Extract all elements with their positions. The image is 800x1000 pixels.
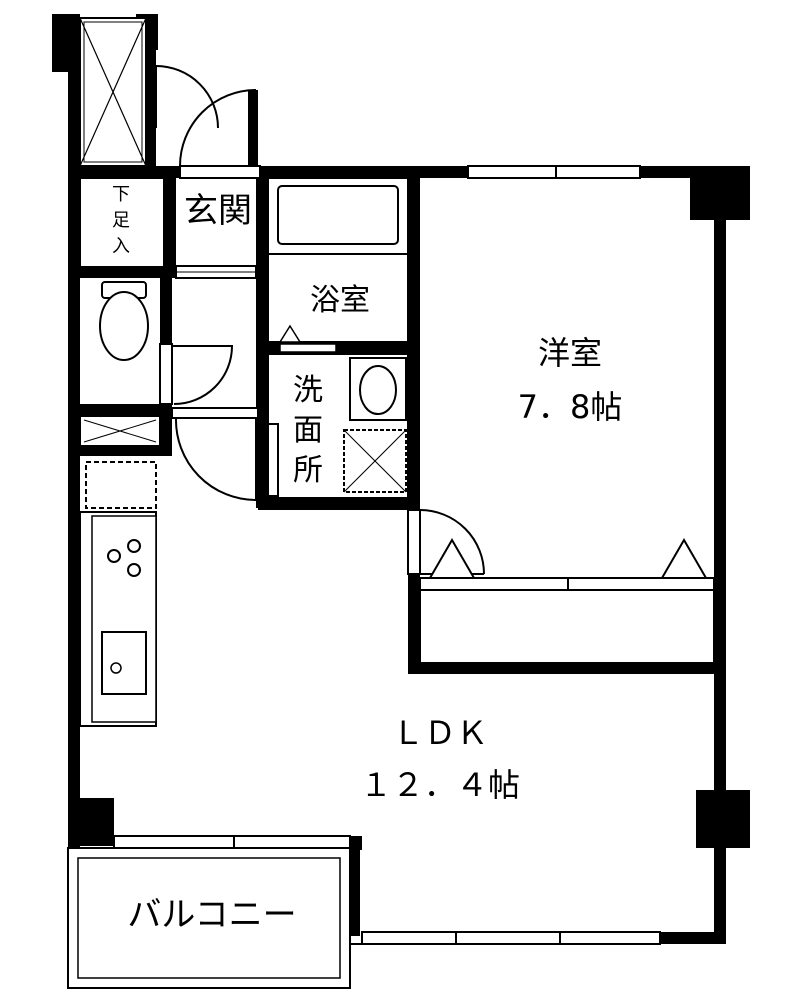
washing-machine-icon	[343, 429, 407, 493]
label-ldk-name: ＬＤＫ	[392, 714, 488, 752]
label-washroom-1: 洗	[293, 373, 323, 408]
entrance-door-arc-1	[155, 65, 219, 129]
wall-left	[68, 14, 80, 848]
toilet-door-frame	[159, 343, 173, 405]
western-room-door-frame	[407, 509, 421, 575]
hall-door-arc	[174, 417, 257, 502]
balcony	[67, 847, 351, 989]
western-room-door-arc	[419, 509, 485, 575]
sink-icon	[101, 631, 147, 695]
wall-top-right	[640, 166, 750, 178]
label-bath: 浴室	[310, 283, 370, 318]
label-washroom-3: 所	[293, 453, 323, 488]
wall-top-main	[258, 166, 468, 178]
window-ldk-bottom	[361, 931, 661, 945]
label-genkan-1: 玄関	[184, 191, 252, 231]
label-getabako-2: 足	[112, 210, 130, 231]
label-washroom-2: 面	[293, 413, 323, 448]
label-getabako-1: 下	[112, 184, 130, 205]
label-western-room-name: 洋室	[538, 334, 602, 372]
wall-right	[714, 178, 726, 944]
label-getabako-3: 入	[112, 236, 130, 257]
toilet-door-arc	[172, 345, 234, 405]
bathtub-icon	[277, 185, 399, 245]
stove-icon	[107, 539, 141, 577]
western-closet	[419, 589, 715, 665]
label-ldk-size: １２．４帖	[360, 766, 520, 804]
label-balcony: バルコニー	[127, 895, 296, 935]
entrance-door-arc-2	[179, 89, 257, 167]
window-western-top	[467, 165, 641, 179]
toilet-icon	[99, 281, 149, 361]
wall-bottom	[660, 932, 726, 944]
washbasin-icon	[349, 357, 407, 421]
label-western-room-size: 7．8帖	[518, 388, 623, 426]
window-balcony	[113, 835, 351, 849]
kitchen-fridge-space	[85, 461, 157, 509]
wall-under-closet	[80, 166, 180, 178]
wall-closet-right	[146, 14, 156, 172]
getabako-box	[79, 177, 165, 271]
